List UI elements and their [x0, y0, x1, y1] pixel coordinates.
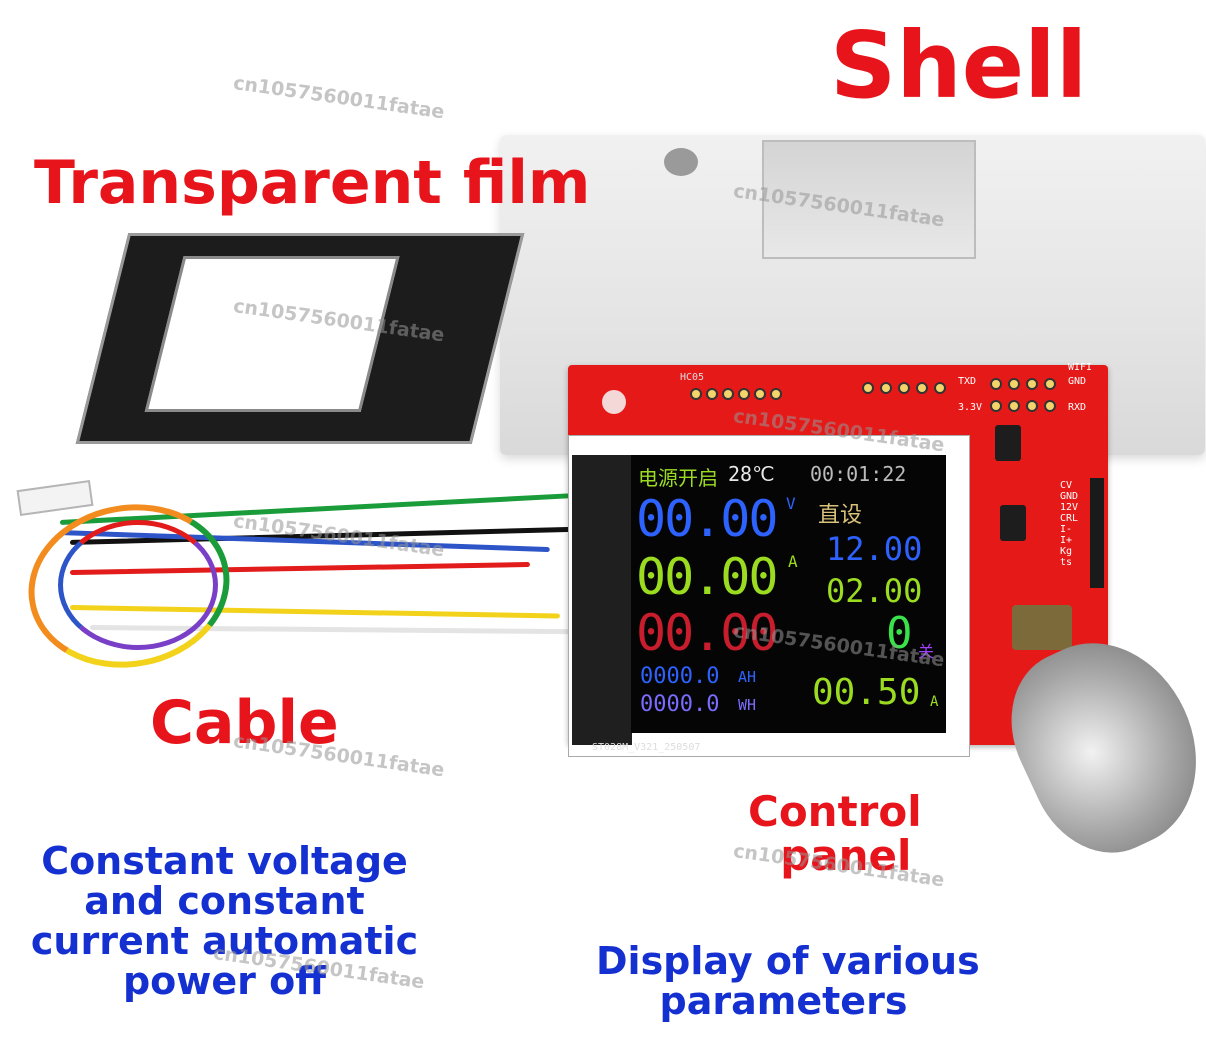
screen-set-current: 02.00: [826, 572, 923, 610]
silk-wifi: WIFI: [1068, 362, 1093, 373]
feature-cv-cc-line1: Constant voltage: [41, 839, 408, 883]
silk-v33: 3.3V: [958, 402, 983, 413]
side-pin-label: 12V: [1060, 502, 1079, 513]
silk-rxd: RXD: [1068, 402, 1087, 413]
feature-display-line1: Display of various: [596, 939, 980, 983]
side-pin-label: GND: [1060, 491, 1079, 502]
label-cable: Cable: [150, 688, 339, 758]
screen-output-state-text: 关: [918, 642, 935, 661]
side-pin-label: ts: [1060, 557, 1073, 568]
screen-protect-current-unit: A: [930, 694, 939, 710]
screen-current: 00.00: [636, 548, 779, 606]
silk-board-id: ST028M_V321_250507: [592, 742, 701, 753]
screen-watt-hours: 0000.0: [640, 692, 720, 717]
label-feature-cv-cc: Constant voltage and constant current au…: [22, 839, 427, 1003]
feature-cv-cc-line4: power off: [122, 958, 327, 1003]
label-control-panel-line1: Control: [748, 787, 922, 836]
side-pin-label: CV: [1060, 480, 1073, 491]
screen-mode: 直设: [818, 503, 863, 528]
side-pin-labels: CV GND 12V CRL I- I+ Kg ts: [1060, 480, 1100, 568]
screen-amp-hours: 0000.0: [640, 664, 720, 689]
lcd-flex-cable: [572, 455, 632, 745]
transparent-film: [75, 233, 525, 444]
label-control-panel: Control panel: [748, 787, 922, 881]
encoder-base: [1012, 605, 1072, 650]
lcd-screen: [631, 455, 946, 733]
smd-component: [1000, 505, 1026, 541]
label-transparent-film: Transparent film: [34, 148, 591, 218]
watermark: cn1057560011fatae: [231, 510, 446, 562]
side-pin-label: Kg: [1060, 546, 1073, 557]
silk-hc05: HC05: [680, 372, 705, 383]
screen-power: 00.00: [636, 604, 779, 662]
cable-connector: [16, 479, 94, 517]
screen-temperature: 28℃: [728, 462, 775, 486]
silk-txd: TXD: [958, 376, 977, 387]
screen-protect-current: 00.50: [812, 672, 921, 713]
feature-cv-cc-line2: and constant: [84, 878, 365, 923]
screen-voltage-unit: V: [786, 494, 796, 513]
shell-display-window: [762, 140, 976, 259]
screen-current-unit: A: [788, 552, 798, 571]
screen-voltage: 00.00: [636, 490, 779, 548]
shell-screw-hole: [664, 148, 698, 176]
side-pin-header: [1090, 478, 1104, 588]
screen-set-voltage: 12.00: [826, 530, 923, 568]
label-shell: Shell: [830, 12, 1088, 119]
side-pin-label: CRL: [1060, 513, 1079, 524]
cable-loop-inner: [58, 520, 218, 650]
silk-gnd: GND: [1068, 376, 1087, 387]
screen-output-state-num: 0: [886, 608, 913, 659]
screen-amp-hours-unit: AH: [738, 668, 757, 686]
header-top-mid: [862, 382, 952, 396]
screen-status: 电源开启: [638, 466, 718, 490]
screen-time: 00:01:22: [810, 462, 907, 486]
header-hc05: [690, 388, 790, 402]
header-wifi: [990, 378, 1060, 418]
mount-hole: [602, 390, 626, 414]
label-feature-display: Display of various parameters: [596, 939, 980, 1023]
feature-display-line2: parameters: [659, 978, 908, 1023]
feature-cv-cc-line3: current automatic: [30, 918, 419, 963]
label-control-panel-line2: panel: [780, 831, 912, 881]
watermark: cn1057560011fatae: [231, 730, 446, 782]
side-pin-label: I+: [1060, 535, 1073, 546]
screen-watt-hours-unit: WH: [738, 696, 757, 714]
watermark: cn1057560011fatae: [231, 72, 446, 124]
side-pin-label: I-: [1060, 524, 1073, 535]
smd-component: [995, 425, 1021, 461]
